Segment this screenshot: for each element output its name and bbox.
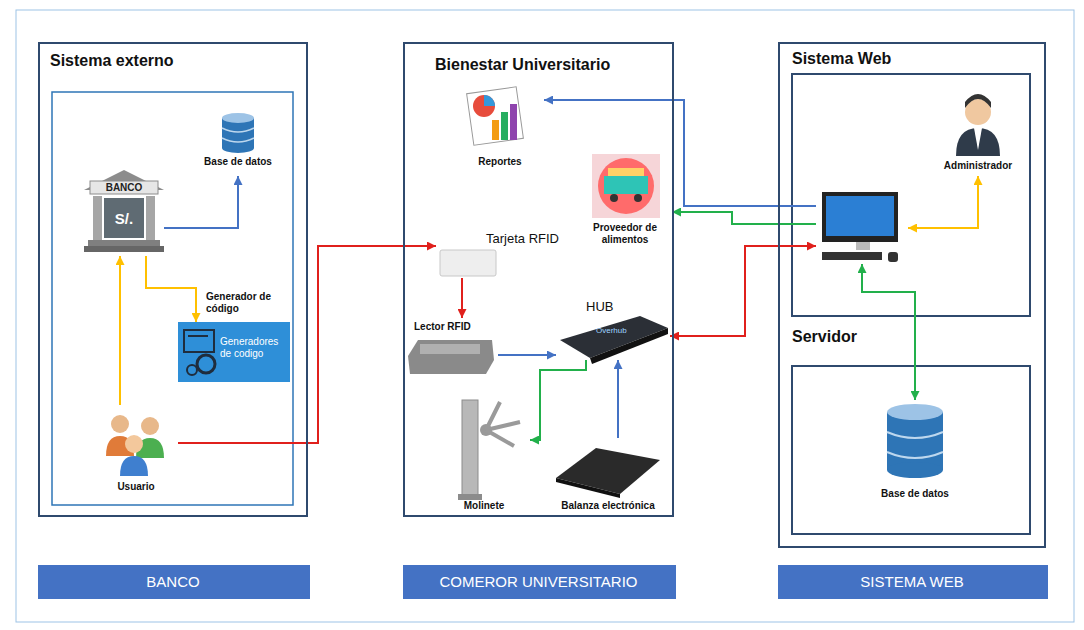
scale-icon: [556, 448, 660, 498]
node-label: Base de datos: [870, 488, 960, 500]
section-band: COMEROR UNIVERSITARIO: [403, 565, 676, 599]
inner-frame: [792, 74, 1030, 316]
node-label: Tarjeta RFID: [486, 232, 559, 247]
connector-arrow: [670, 246, 816, 336]
connector-arrow: [164, 176, 238, 228]
connector-arrow: [119, 256, 121, 405]
node-label: Balanza electrónica: [548, 500, 668, 512]
food-provider-icon: Proveedor de alimentos: [580, 150, 672, 262]
rfid-reader: Lector RFID: [404, 318, 498, 380]
connector-arrow: [672, 212, 816, 224]
rfid-card-icon: [440, 250, 496, 276]
connector-arrow: [544, 100, 816, 206]
code-generator: Generadores de codigo: [178, 322, 290, 382]
database-icon: [222, 113, 254, 153]
database-icon: [887, 404, 943, 478]
node-label: Sistema externo: [50, 52, 174, 70]
connector-arrow: [862, 264, 915, 400]
node-label: SISTEMA WEB: [778, 573, 1046, 590]
hub: HUB Overhub: [556, 300, 670, 360]
bank-icon: BANCO S/.: [86, 176, 164, 256]
node-label: Servidor: [792, 328, 857, 346]
administrator-icon: Administrador: [930, 88, 1028, 176]
section-band: SISTEMA WEB: [778, 565, 1048, 599]
node-label: Usuario: [96, 481, 176, 493]
hub-device: [560, 316, 668, 364]
connector-arrow: [498, 354, 556, 356]
reports-icon: Reportes: [458, 80, 544, 172]
node-label: Bienestar Universitario: [435, 56, 610, 74]
computer-icon: [816, 188, 908, 264]
bank-icon: [84, 170, 164, 252]
outer-frame: [16, 10, 1074, 622]
rfid-reader-icon: [408, 340, 494, 374]
connector-arrow: [908, 176, 978, 228]
rfid-card: Tarjeta RFID: [436, 232, 568, 278]
panel: Bienestar UniversitarioReportesProveedor…: [403, 42, 674, 517]
reports-icon: [467, 87, 524, 145]
turnstile-icon: [458, 400, 520, 500]
server-frame: [792, 366, 1030, 534]
node-label: Proveedor de alimentos: [580, 222, 670, 245]
node-label: Reportes: [458, 156, 542, 168]
node-label: Lector RFID: [414, 321, 471, 333]
connector-arrow: [530, 360, 586, 440]
connector-arrow: [461, 278, 463, 318]
server-box: ServidorBase de datos: [792, 328, 1030, 536]
user-icon: Usuario: [96, 405, 178, 497]
turnstile: Molinete: [440, 388, 530, 514]
node-label: Base de datos: [196, 156, 280, 168]
node-label: HUB: [586, 300, 613, 315]
node-label: Molinete: [440, 500, 528, 512]
administrator-icon: [956, 94, 1000, 156]
node-sublabel: Overhub: [596, 326, 627, 335]
node-label: BANCO: [38, 573, 308, 590]
node-label: Generadores de codigo: [220, 336, 288, 359]
connector-arrow: [146, 256, 196, 322]
node-label: BANCO: [86, 182, 162, 194]
users-icon: [106, 415, 164, 476]
panel: Sistema externoBANCO S/. Base de datosGene…: [38, 42, 308, 517]
section-band: BANCO: [38, 565, 310, 599]
code-generator-icon: [178, 322, 290, 382]
panel: Sistema WebAdministradorServidorBase de …: [778, 42, 1046, 548]
electronic-scale: Balanza electrónica: [548, 438, 670, 514]
node-sublabel: S/.: [86, 210, 162, 227]
connector-arrow: [617, 360, 619, 438]
food-truck-icon: [592, 154, 660, 218]
database-icon: Base de datos: [870, 400, 962, 510]
node-label: COMEROR UNIVERSITARIO: [403, 573, 674, 590]
node-label: Sistema Web: [792, 50, 891, 68]
database-icon: Base de datos: [196, 110, 282, 176]
edge-label: Generador de código: [206, 291, 286, 314]
node-label: Administrador: [930, 160, 1026, 172]
